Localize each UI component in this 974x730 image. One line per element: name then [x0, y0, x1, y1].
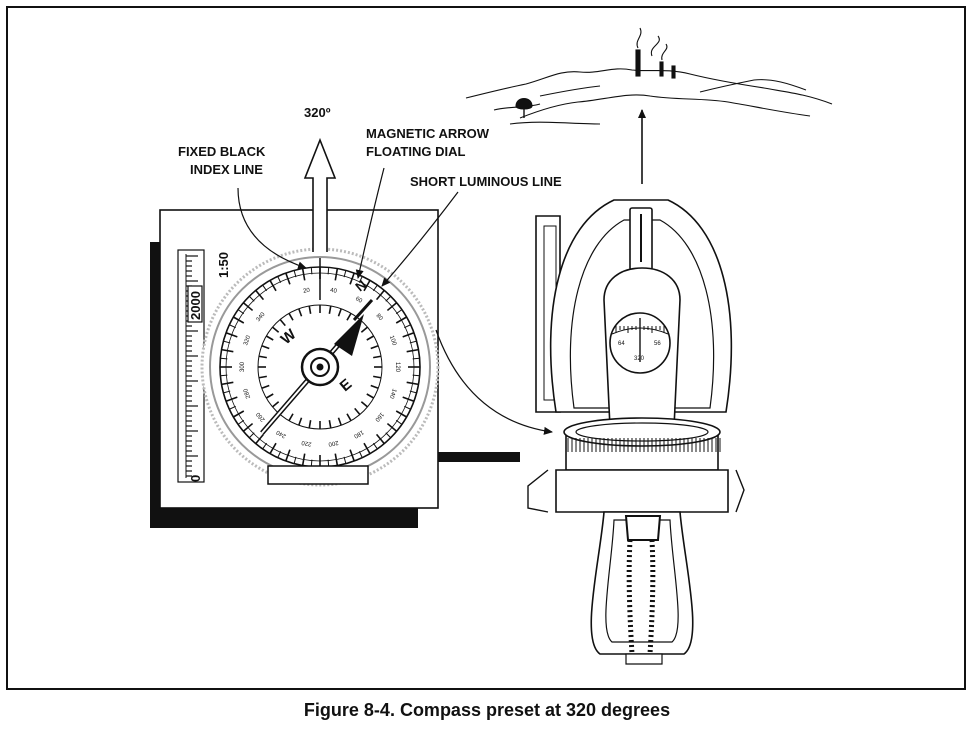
- dial-number: 140: [388, 388, 397, 400]
- short-luminous-line: [352, 298, 374, 322]
- dial-number: 120: [394, 362, 400, 373]
- dial-number: 320: [243, 334, 252, 346]
- figure-caption: Figure 8-4. Compass preset at 320 degree…: [303, 700, 671, 720]
- ruler-zero: 0: [188, 475, 203, 482]
- hinge-slot: [267, 465, 369, 485]
- dial-number: 100: [388, 335, 397, 347]
- sight-left: 64: [618, 341, 625, 347]
- label-short-luminous-line: SHORT LUMINOUS LINE: [410, 174, 562, 189]
- leader-lines: [237, 167, 553, 435]
- dial-number: 280: [243, 387, 252, 399]
- ruler-value: 2000: [188, 291, 203, 320]
- label-magnetic-arrow: MAGNETIC ARROW: [366, 126, 490, 141]
- label-floating-dial: FLOATING DIAL: [366, 144, 465, 159]
- compass-sighting-view: [527, 199, 745, 665]
- dial-number: 240: [275, 428, 287, 439]
- dial-number: 340: [256, 311, 267, 323]
- ruler-ratio: 1:50: [216, 252, 231, 278]
- dial-number: 40: [330, 288, 338, 295]
- label-fixed-black: FIXED BLACK: [178, 144, 266, 159]
- dial-number: 260: [255, 410, 266, 422]
- sight-right: 56: [654, 341, 661, 347]
- dial-number: 220: [301, 439, 313, 447]
- dial-number: 300: [240, 361, 246, 372]
- scale-ruler: 2000 1:50 0: [177, 249, 231, 483]
- figure-frame: [6, 6, 966, 690]
- dial-number: 180: [352, 429, 364, 440]
- label-bearing: 320º: [304, 105, 331, 120]
- dial-number: 20: [303, 288, 311, 295]
- label-index-line: INDEX LINE: [190, 162, 263, 177]
- sight-center: 320: [634, 356, 645, 362]
- ruler-value-box: [187, 285, 203, 323]
- dial-number: 80: [375, 313, 384, 322]
- dial-number: 160: [373, 411, 384, 423]
- direction-arrow-320: [303, 137, 337, 252]
- dial-number: 200: [327, 439, 339, 447]
- landscape-skyline: [465, 27, 833, 125]
- connector-bar: [438, 452, 520, 462]
- dial-number: 60: [354, 296, 363, 305]
